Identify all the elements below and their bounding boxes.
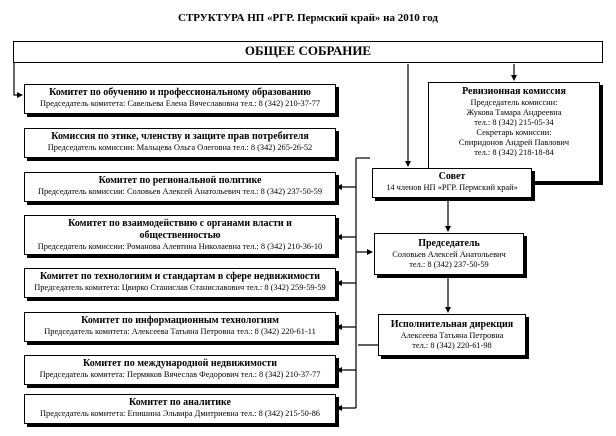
- revision-line: тел.: 8 (342) 215-05-34: [474, 118, 554, 128]
- revision-line: Жукова Тамара Андреевна: [466, 108, 562, 118]
- committee-box: Комитет по международной недвижимости Пр…: [24, 355, 336, 385]
- council-members: 14 членов НП «РГР. Пермский край»: [386, 183, 518, 192]
- committee-title: Комитет по обучению и профессиональному …: [49, 87, 311, 98]
- directorate-phone: тел.: 8 (342) 220-61-98: [412, 341, 492, 351]
- committee-title: Комитет по международной недвижимости: [83, 358, 277, 369]
- committee-chair: Председатель комиссии: Мальцева Ольга Ол…: [47, 143, 313, 152]
- committee-box: Комиссия по этике, членству и защите пра…: [24, 128, 336, 158]
- council-title: Совет: [438, 171, 466, 182]
- directorate-name: Алексеева Татьяна Петровна: [400, 331, 504, 340]
- committee-title: Комитет по технологиям и стандартам в сф…: [39, 271, 321, 282]
- chairman-name: Соловьев Алексей Анатольевич: [392, 250, 506, 259]
- revision-line: Спиридонов Андрей Павлович: [458, 138, 570, 148]
- committee-chair: Председатель комитета: Епишина Эльвира Д…: [39, 409, 320, 418]
- committee-chair: Председатель комитета: Алексеева Татьяна…: [44, 327, 316, 336]
- committee-chair: Председатель комитета: Пермяков Вячеслав…: [39, 370, 321, 379]
- council-box: Совет 14 членов НП «РГР. Пермский край»: [372, 168, 532, 198]
- directorate-title: Исполнительная дирекция: [390, 319, 514, 330]
- committee-box: Комитет по обучению и профессиональному …: [24, 84, 336, 114]
- revision-line: Секретарь комиссии:: [476, 128, 552, 138]
- committee-title: Комитет по информационным технологиям: [81, 315, 279, 326]
- committee-title: Комитет по взаимодействию с органами вла…: [68, 218, 292, 241]
- committee-title: Комитет по аналитике: [128, 397, 231, 408]
- general-assembly-box: ОБЩЕЕ СОБРАНИЕ: [13, 41, 603, 63]
- chairman-box: Председатель Соловьев Алексей Анатольеви…: [374, 233, 524, 275]
- committee-title: Комитет по региональной политике: [98, 175, 262, 186]
- general-assembly-title: ОБЩЕЕ СОБРАНИЕ: [244, 43, 372, 58]
- committee-chair: Председатель комиссии: Романова Алевтина…: [37, 242, 323, 251]
- committee-chair: Председатель комиссии: Соловьев Алексей …: [37, 187, 323, 196]
- committee-box: Комитет по информационным технологиям Пр…: [24, 312, 336, 342]
- committee-chair: Председатель комитета: Цвирко Станислав …: [34, 283, 326, 292]
- revision-line: Председатель комиссии:: [470, 98, 558, 107]
- chairman-phone: тел.: 8 (342) 237-50-59: [409, 260, 489, 270]
- directorate-box: Исполнительная дирекция Алексеева Татьян…: [378, 314, 526, 356]
- committee-title: Комиссия по этике, членству и защите пра…: [51, 131, 309, 142]
- revision-commission-box: Ревизионная комиссия Председатель комисс…: [428, 82, 600, 182]
- page-title: СТРУКТУРА НП «РГР. Пермский край» на 201…: [178, 12, 438, 24]
- chairman-title: Председатель: [418, 238, 480, 249]
- revision-line: тел.: 8 (342) 218-18-84: [474, 148, 554, 158]
- committee-box: Комитет по региональной политике Председ…: [24, 172, 336, 202]
- committee-box: Комитет по взаимодействию с органами вла…: [24, 215, 336, 255]
- committee-box: Комитет по аналитике Председатель комите…: [24, 394, 336, 424]
- committee-box: Комитет по технологиям и стандартам в сф…: [24, 268, 336, 298]
- committee-chair: Председатель комитета: Савельева Елена В…: [39, 99, 321, 108]
- revision-commission-title: Ревизионная комиссия: [462, 86, 566, 97]
